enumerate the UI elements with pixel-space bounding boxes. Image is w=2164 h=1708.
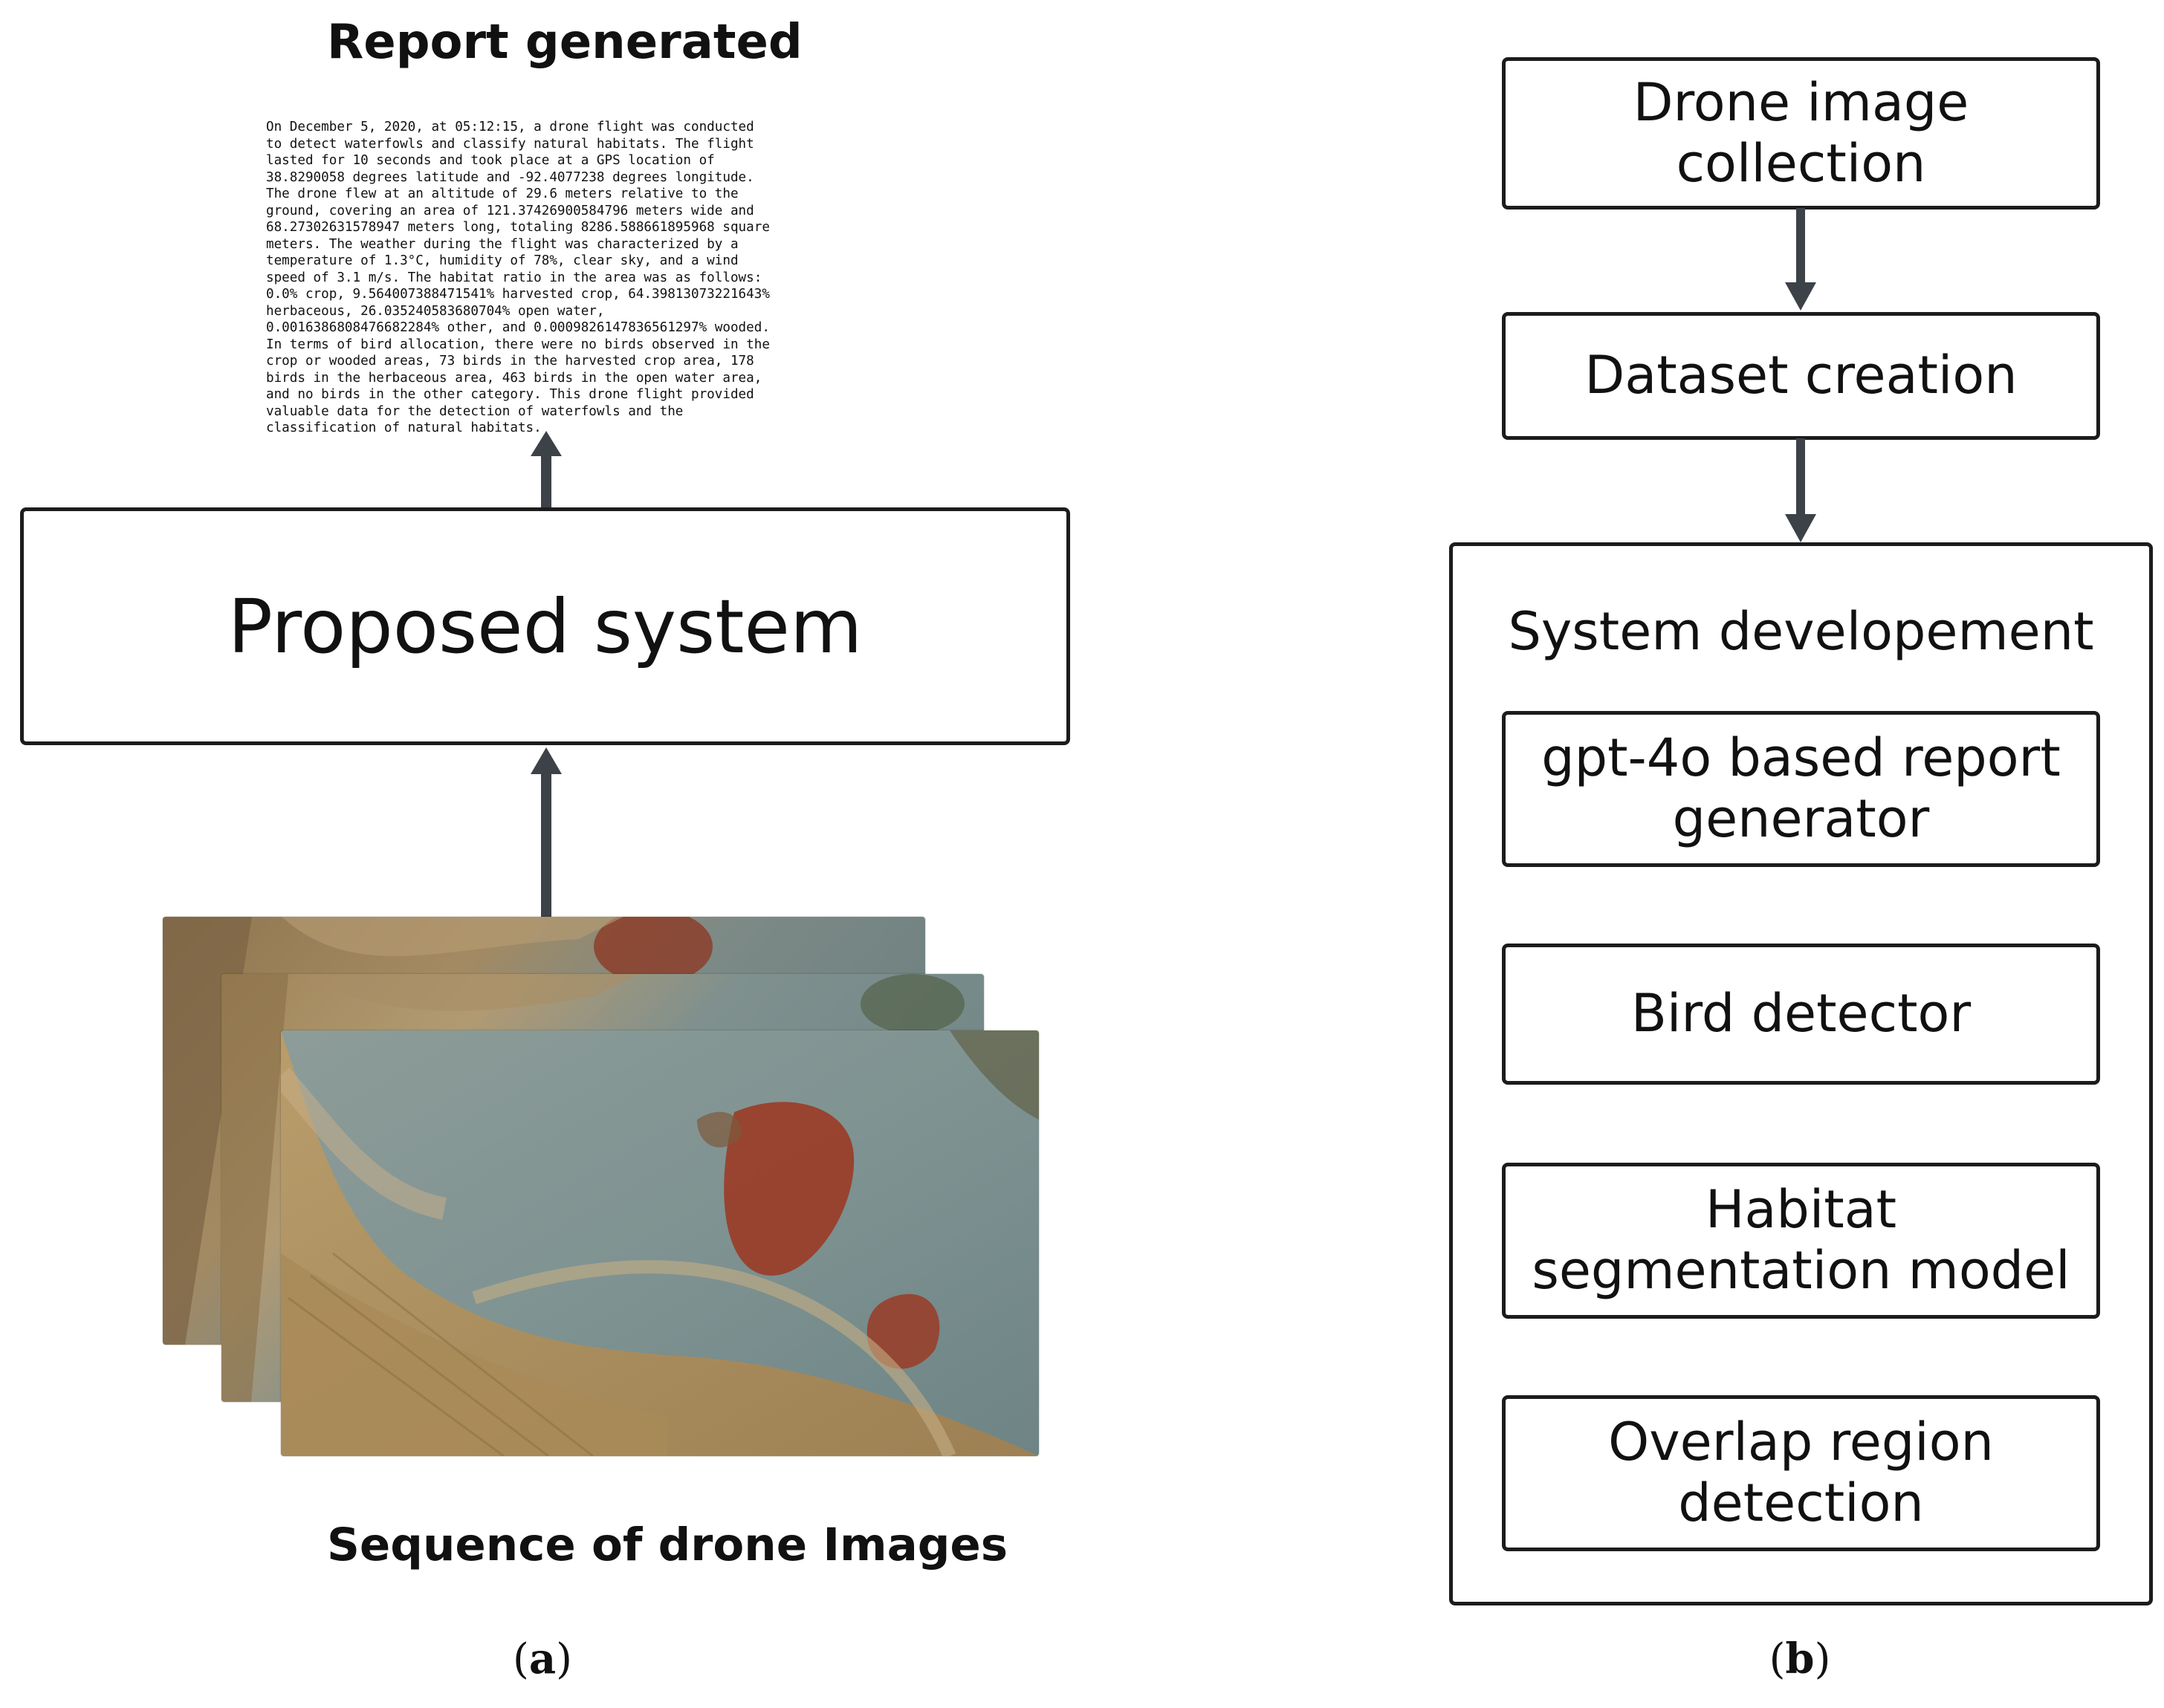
step-label: Dataset creation [1584, 345, 2018, 406]
group-title: System developement [1508, 601, 2094, 662]
report-line: lasted for 10 seconds and took place at … [266, 153, 715, 168]
report-line: valuable data for the detection of water… [266, 403, 684, 419]
module-habitat-segmentation: Habitat segmentation model [1502, 1163, 2100, 1319]
module-bird-detector: Bird detector [1502, 944, 2100, 1085]
arrow-collection-to-dataset [1785, 208, 1816, 311]
caption-b: (b) [1769, 1634, 1831, 1683]
report-text: On December 5, 2020, at 05:12:15, a dron… [266, 119, 770, 437]
step-label: Drone image collection [1633, 71, 1969, 194]
images-label: Sequence of drone Images [327, 1519, 1008, 1571]
report-line: In terms of bird allocation, there were … [266, 337, 770, 352]
proposed-system-box: Proposed system [20, 507, 1070, 745]
arrow-dataset-to-system [1785, 438, 1816, 542]
report-line: to detect waterfowls and classify natura… [266, 136, 754, 152]
report-line: and no birds in the other category. This… [266, 387, 754, 402]
report-title: Report generated [327, 15, 803, 70]
caption-a: (a) [512, 1634, 572, 1683]
report-line: meters. The weather during the flight wa… [266, 236, 739, 252]
report-line: The drone flew at an altitude of 29.6 me… [266, 186, 739, 201]
report-line: 0.0016386808476682284% other, and 0.0009… [266, 320, 770, 335]
report-line: birds in the herbaceous area, 463 birds … [266, 370, 762, 386]
step-drone-image-collection: Drone image collection [1502, 57, 2100, 210]
report-line: speed of 3.1 m/s. The habitat ratio in t… [266, 270, 762, 285]
module-report-generator: gpt-4o based report generator [1502, 711, 2100, 867]
report-line: On December 5, 2020, at 05:12:15, a dron… [266, 120, 754, 134]
report-line: 0.0% crop, 9.564007388471541% harvested … [266, 287, 770, 302]
report-line: crop or wooded areas, 73 birds in the ha… [266, 354, 754, 368]
report-line: ground, covering an area of 121.37426900… [266, 203, 754, 218]
arrow-images-to-system [531, 747, 562, 918]
step-dataset-creation: Dataset creation [1502, 312, 2100, 440]
report-line: herbaceous, 26.035240583680704% open wat… [266, 303, 605, 319]
report-line: temperature of 1.3°C, humidity of 78%, c… [266, 253, 739, 268]
module-overlap-detection: Overlap region detection [1502, 1395, 2100, 1551]
report-line: classification of natural habitats. [266, 420, 542, 435]
report-line: 68.27302631578947 meters long, totaling … [266, 220, 770, 235]
report-line: 38.8290058 degrees latitude and -92.4077… [266, 169, 754, 185]
drone-image-front [281, 1030, 1039, 1456]
arrow-system-to-report [531, 431, 562, 508]
proposed-system-label: Proposed system [227, 582, 863, 670]
